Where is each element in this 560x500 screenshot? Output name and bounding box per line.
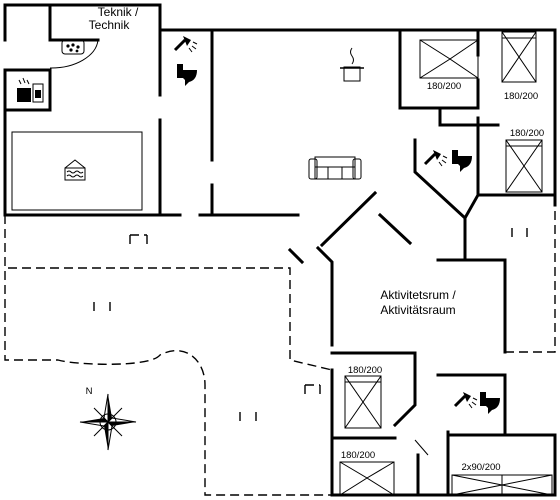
bathroom-bottom bbox=[453, 392, 500, 414]
stove-icon bbox=[340, 47, 364, 82]
activity-room-label-line1: Aktivitetsrum / bbox=[380, 288, 456, 302]
bed-lower-left: 180/200 bbox=[344, 365, 382, 429]
bathroom-top bbox=[173, 36, 198, 86]
bed-size-label: 2x90/200 bbox=[461, 462, 500, 473]
bed-size-label: 180/200 bbox=[510, 128, 544, 139]
bed-top-left: 180/200 bbox=[419, 39, 479, 92]
bed-size-label: 180/200 bbox=[341, 450, 375, 461]
bathroom-right bbox=[423, 150, 472, 172]
bed-bottom-left: 180/200 bbox=[339, 450, 395, 496]
heat-pump-icon bbox=[17, 77, 44, 103]
technic-label-line2: Technik bbox=[89, 18, 131, 32]
bed-size-label: 180/200 bbox=[427, 81, 461, 92]
bed-right-mid: 180/200 bbox=[505, 128, 544, 193]
shower-icon bbox=[173, 36, 198, 53]
technic-room: Teknik / Technik bbox=[61, 5, 139, 55]
pool-icon bbox=[64, 159, 86, 181]
toilet-icon bbox=[177, 64, 197, 86]
terrace-outline bbox=[4, 205, 556, 496]
compass-north-label: N bbox=[86, 386, 93, 397]
compass-rose-icon: N bbox=[79, 386, 137, 451]
toilet-icon bbox=[480, 392, 500, 414]
door-swings bbox=[49, 39, 449, 456]
sofa-icon bbox=[308, 156, 362, 180]
bedroom-top: 180/200 180/200 bbox=[419, 31, 538, 102]
shower-icon bbox=[423, 150, 448, 167]
bed-size-label: 180/200 bbox=[348, 365, 382, 376]
pool bbox=[11, 131, 143, 211]
activity-room-label-line2: Aktivitätsraum bbox=[380, 303, 455, 317]
bed-top-right: 180/200 bbox=[501, 31, 538, 102]
technic-label-line1: Teknik / bbox=[98, 5, 139, 19]
bed-bottom-right: 2x90/200 bbox=[451, 462, 553, 496]
jacuzzi-icon bbox=[61, 39, 85, 55]
toilet-icon bbox=[452, 150, 472, 172]
shower-icon bbox=[453, 392, 478, 409]
bed-size-label: 180/200 bbox=[504, 91, 538, 102]
